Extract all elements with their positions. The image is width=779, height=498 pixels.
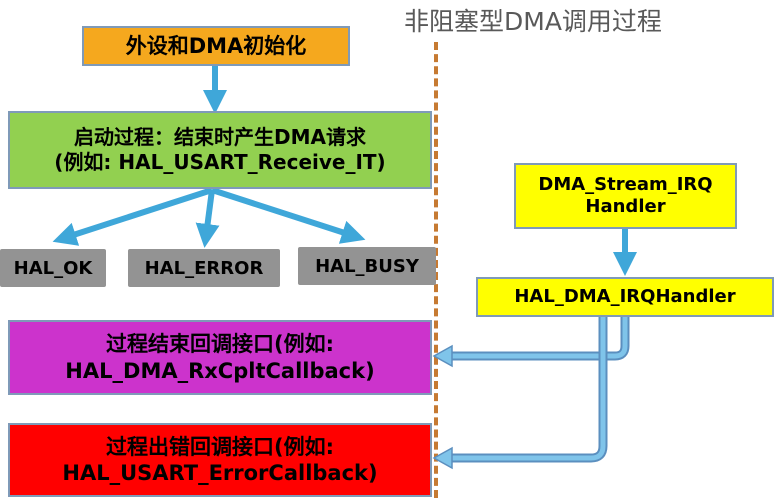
start-process-line2: (例如: HAL_USART_Receive_IT): [54, 150, 386, 174]
return-hal-ok: HAL_OK: [0, 249, 106, 287]
arrow-handler-to-error: [448, 316, 608, 463]
start-process-line1: 启动过程：结束时产生DMA请求: [74, 125, 366, 149]
start-process-box: 启动过程：结束时产生DMA请求 (例如: HAL_USART_Receive_I…: [8, 111, 432, 189]
complete-callback-line1: 过程结束回调接口(例如:: [105, 332, 334, 357]
divider-line: [434, 42, 438, 498]
error-callback-line1: 过程出错回调接口(例如:: [105, 434, 334, 459]
arrow-handler-to-complete: [448, 316, 630, 361]
arrow-start-to-error: [195, 189, 220, 248]
irqhandler-box-label: HAL_DMA_IRQHandler: [514, 285, 736, 307]
irq-box: DMA_Stream_IRQ Handler: [514, 163, 737, 229]
diagram-title: 非阻塞型DMA调用过程: [404, 7, 662, 36]
error-callback-box: 过程出错回调接口(例如: HAL_USART_ErrorCallback): [8, 423, 432, 497]
irqhandler-box: HAL_DMA_IRQHandler: [476, 277, 774, 317]
irq-box-line2: Handler: [585, 196, 666, 217]
complete-callback-line2: HAL_DMA_RxCpltCallback): [65, 358, 375, 383]
return-hal-busy: HAL_BUSY: [298, 247, 436, 285]
init-box: 外设和DMA初始化: [82, 26, 350, 66]
arrow-start-to-ok: [52, 187, 213, 246]
irq-box-line1: DMA_Stream_IRQ: [538, 173, 713, 195]
error-callback-line2: HAL_USART_ErrorCallback): [62, 461, 378, 485]
arrow-start-to-busy: [211, 187, 366, 244]
complete-callback-box: 过程结束回调接口(例如: HAL_DMA_RxCpltCallback): [8, 320, 432, 395]
init-box-label: 外设和DMA初始化: [125, 33, 307, 58]
return-hal-error: HAL_ERROR: [128, 249, 280, 287]
